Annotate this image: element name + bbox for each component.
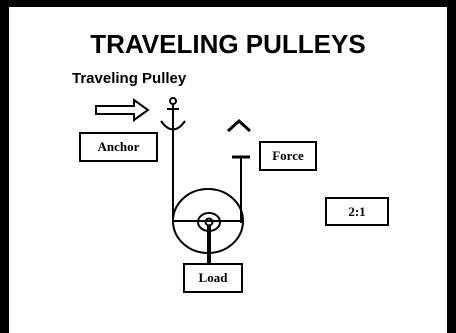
anchor-label: Anchor xyxy=(79,132,158,162)
slide-subtitle: Traveling Pulley xyxy=(72,70,187,87)
right-arrow-icon xyxy=(95,98,150,122)
pulley-diagram xyxy=(95,97,252,263)
force-direction-chevron-icon xyxy=(226,118,252,133)
slide-title: TRAVELING PULLEYS xyxy=(90,29,366,59)
anchor-icon xyxy=(160,97,186,131)
slide: TRAVELING PULLEYS Traveling Pulley xyxy=(9,7,447,333)
load-label: Load xyxy=(183,263,243,293)
mechanical-advantage-label: 2:1 xyxy=(325,197,389,226)
force-label: Force xyxy=(259,141,317,171)
